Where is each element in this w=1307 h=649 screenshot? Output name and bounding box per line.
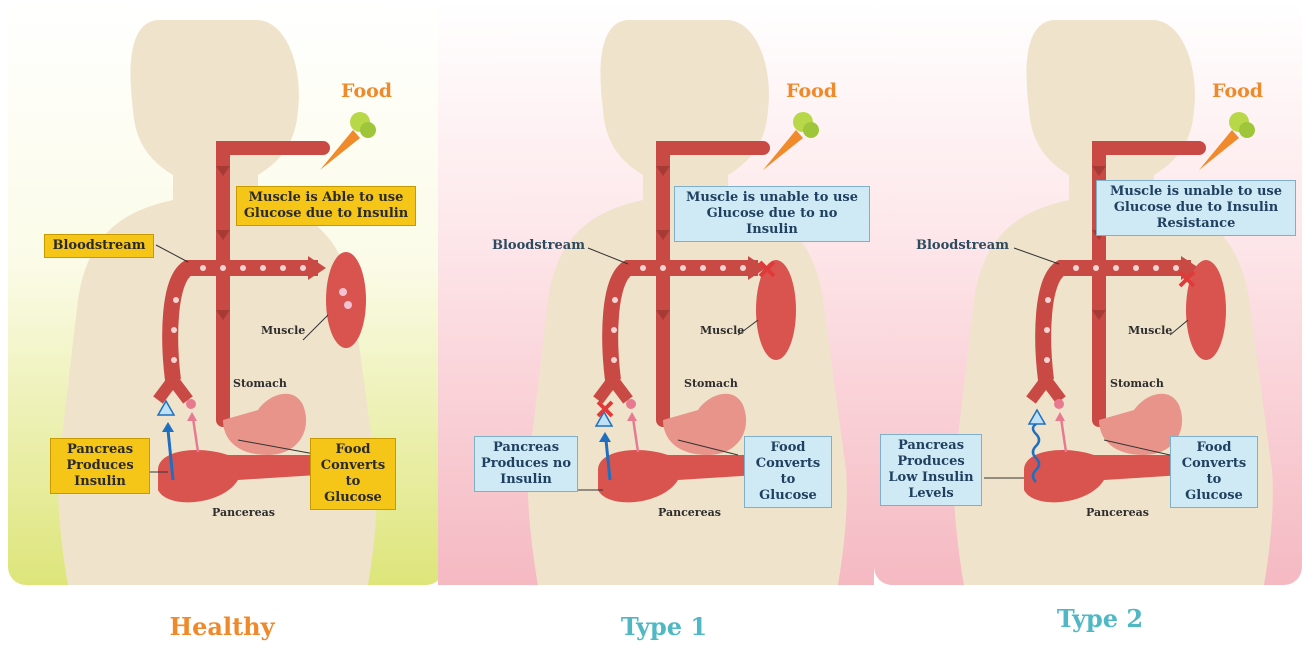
muscle-note: Muscle is unable to use Glucose due to I…	[1096, 180, 1296, 236]
food-converts-note: Food Converts to Glucose	[310, 438, 396, 510]
food-converts-note: Food Converts to Glucose	[744, 436, 832, 508]
panel-type2: Food Muscle is unable to use Glucose due…	[874, 0, 1302, 600]
food-label: Food	[341, 80, 392, 102]
pancreas-note: Pancreas Produces Low Insulin Levels	[880, 434, 982, 506]
pancreas-label: Pancereas	[1086, 506, 1149, 519]
food-label: Food	[786, 80, 837, 102]
title-healthy: Healthy	[102, 612, 342, 641]
pancreas-note: Pancreas Produces Insulin	[50, 438, 150, 494]
muscle-note: Muscle is unable to use Glucose due to n…	[674, 186, 870, 242]
muscle-label: Muscle	[261, 324, 305, 337]
food-label: Food	[1212, 80, 1263, 102]
pancreas-label: Pancereas	[658, 506, 721, 519]
panel-healthy: Food Muscle is Able to use Glucose due t…	[8, 0, 444, 600]
title-type2: Type 2	[980, 604, 1220, 633]
muscle-note: Muscle is Able to use Glucose due to Ins…	[236, 186, 416, 226]
panel-type1: Food Muscle is unable to use Glucose due…	[438, 0, 874, 600]
bloodstream-label: Bloodstream	[916, 238, 1009, 253]
pancreas-label: Pancereas	[212, 506, 275, 519]
title-type1: Type 1	[544, 612, 784, 641]
muscle-organ	[326, 252, 366, 348]
stomach-label: Stomach	[1110, 377, 1164, 390]
stomach-label: Stomach	[684, 377, 738, 390]
food-converts-note: Food Converts to Glucose	[1170, 436, 1258, 508]
pancreas-note: Pancreas Produces no Insulin	[474, 436, 578, 492]
bloodstream-label: Bloodstream	[44, 234, 154, 258]
bloodstream-label: Bloodstream	[492, 238, 585, 253]
muscle-label: Muscle	[1128, 324, 1172, 337]
muscle-label: Muscle	[700, 324, 744, 337]
stomach-label: Stomach	[233, 377, 287, 390]
